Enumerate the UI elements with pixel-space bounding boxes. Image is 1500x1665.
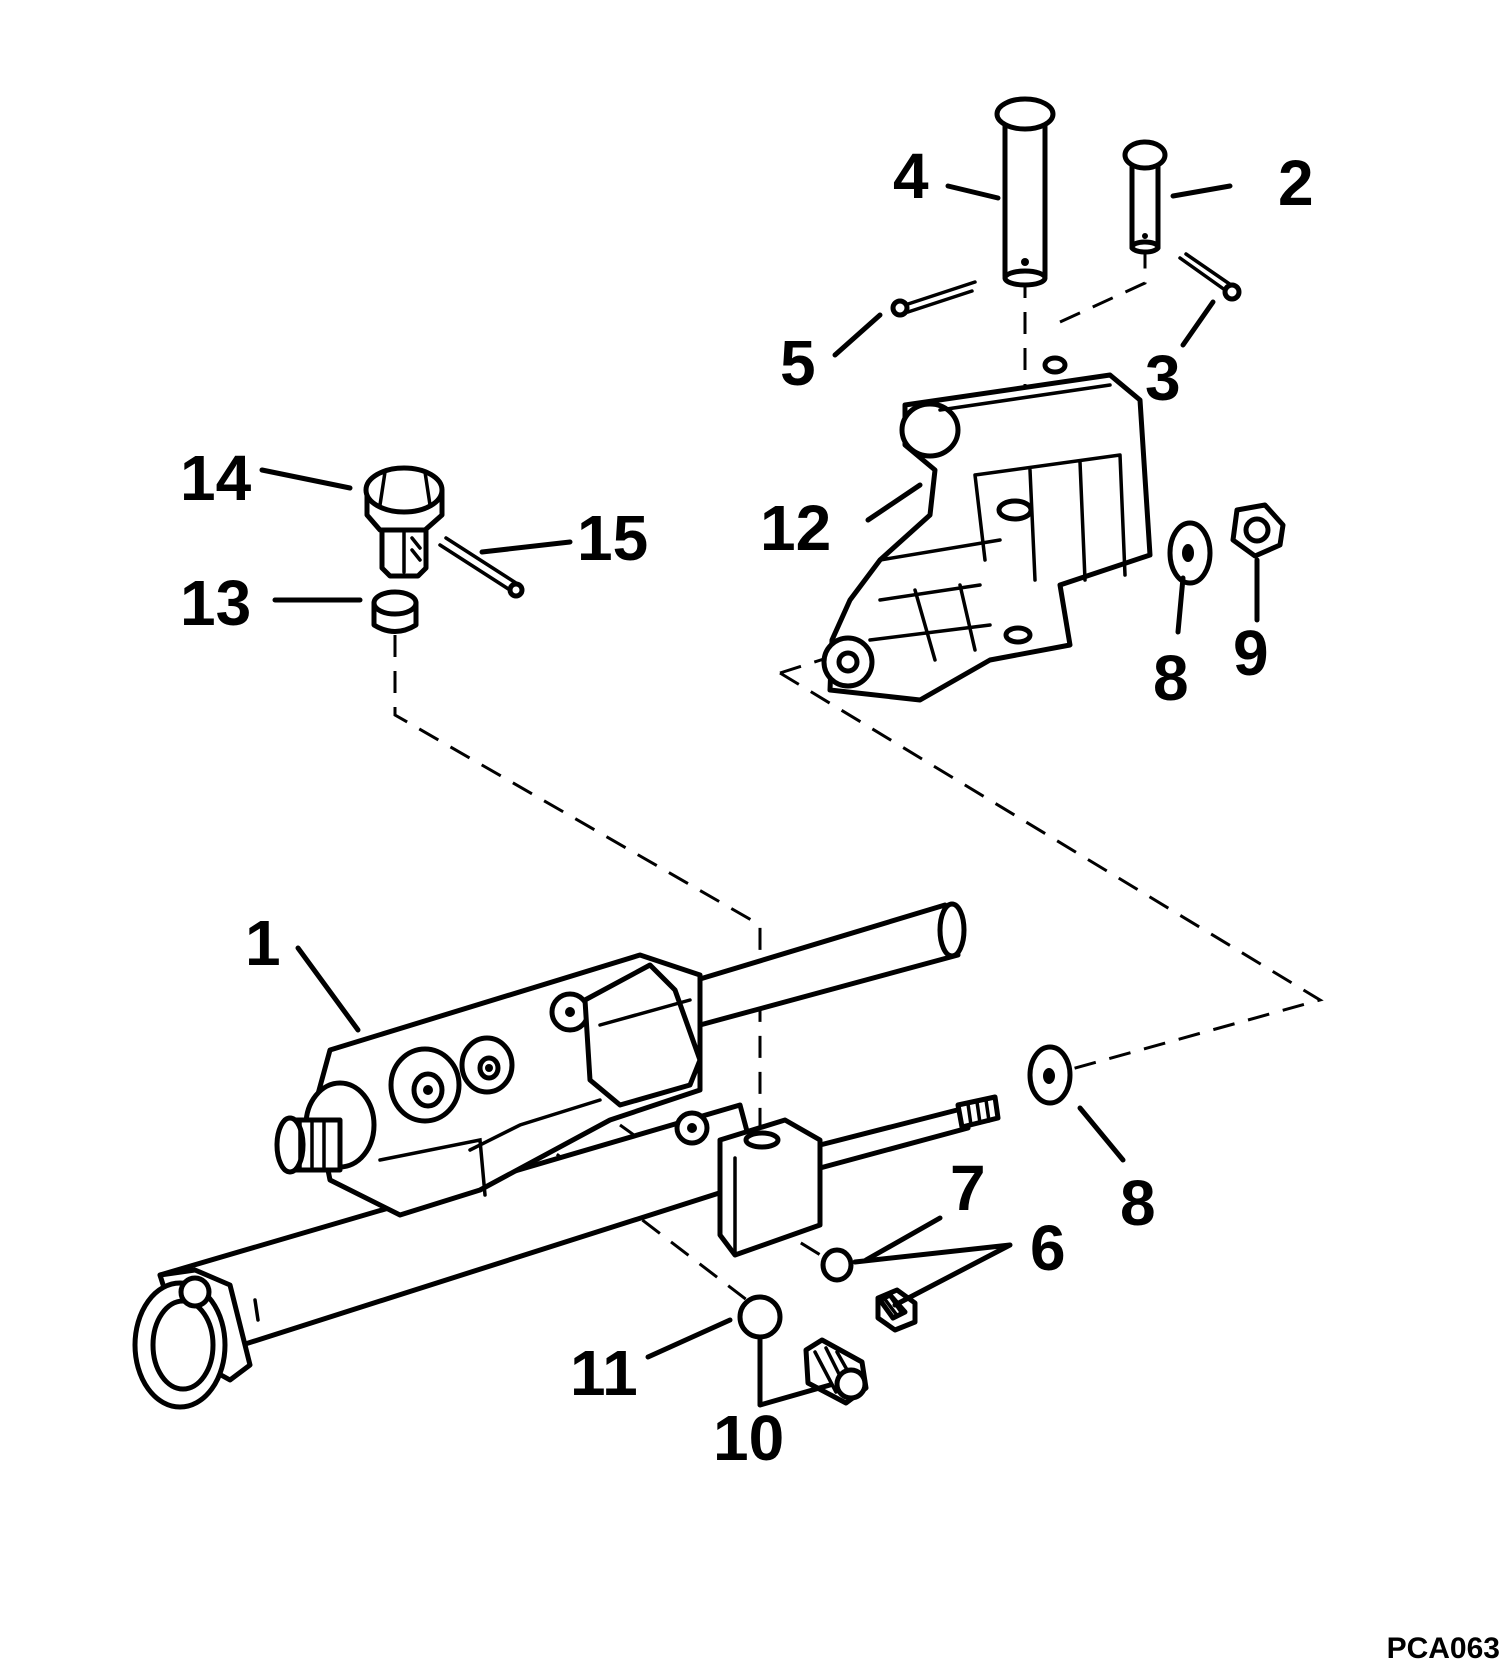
part-4-clevis-pin xyxy=(994,96,1056,288)
callout-15: 15 xyxy=(577,502,648,574)
callout-8-upper: 8 xyxy=(1153,642,1189,714)
callout-10: 10 xyxy=(713,1402,784,1474)
figure-code: PCA063 xyxy=(1387,1632,1500,1665)
callout-12: 12 xyxy=(760,492,831,564)
callout-11: 11 xyxy=(570,1337,638,1409)
callout-6: 6 xyxy=(1030,1212,1066,1284)
callout-9: 9 xyxy=(1233,617,1269,689)
callout-3: 3 xyxy=(1145,342,1181,414)
part-12-bracket xyxy=(821,355,1153,703)
part-14-hex-bolt xyxy=(363,465,445,579)
leader-lines xyxy=(259,183,1260,1408)
callout-2: 2 xyxy=(1278,147,1314,219)
part-8-washer-lower xyxy=(1027,1044,1073,1106)
callout-7: 7 xyxy=(950,1152,986,1224)
part-15-pin xyxy=(438,536,525,599)
callout-1: 1 xyxy=(245,907,281,979)
part-9-hex-nut xyxy=(1230,502,1286,559)
part-13-spacer xyxy=(371,589,419,634)
part-2-small-pin xyxy=(1122,139,1168,255)
callout-5: 5 xyxy=(780,327,816,399)
part-11-o-ring xyxy=(737,1294,783,1340)
part-8-washer-upper xyxy=(1167,520,1213,586)
callout-labels: 4 2 5 3 12 14 15 13 8 9 1 7 6 8 11 10 PC… xyxy=(180,140,1500,1665)
callout-8-lower: 8 xyxy=(1120,1167,1156,1239)
callout-4: 4 xyxy=(893,140,929,212)
part-10-fitting xyxy=(803,1337,869,1406)
callout-14: 14 xyxy=(180,442,252,514)
callout-13: 13 xyxy=(180,567,251,639)
part-1-cylinder-assembly xyxy=(132,901,1001,1410)
part-3-cotter-pin xyxy=(1178,252,1242,302)
part-7-o-ring xyxy=(820,1247,854,1283)
part-5-cotter-pin xyxy=(890,280,977,318)
